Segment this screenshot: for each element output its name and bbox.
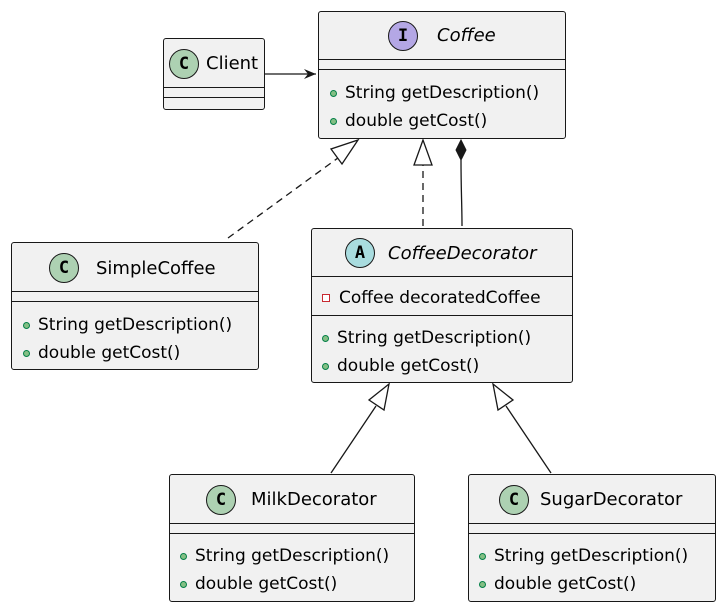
divider <box>164 97 264 98</box>
method-text: String getDescription() <box>345 83 540 103</box>
method-item: String getDescription() <box>330 82 539 104</box>
divider <box>170 533 414 534</box>
divider <box>12 301 258 302</box>
class-name-coffee: Coffee <box>437 25 496 46</box>
composition-diamond <box>455 138 467 162</box>
method-item: double getCost() <box>23 342 180 364</box>
abstract-badge-icon: A <box>345 238 375 268</box>
public-visibility-icon <box>180 552 187 560</box>
class-name-milk-decorator: MilkDecorator <box>251 489 377 510</box>
divider <box>469 533 715 534</box>
class-name-simple-coffee: SimpleCoffee <box>96 258 216 279</box>
divider <box>312 315 572 316</box>
divider <box>319 69 565 70</box>
class-badge-icon: C <box>169 49 199 79</box>
divider <box>170 523 414 524</box>
public-visibility-icon <box>23 349 30 357</box>
public-visibility-icon <box>479 580 486 588</box>
edge-sugar-decorator <box>505 405 552 474</box>
method-item: String getDescription() <box>180 545 389 567</box>
realization-arrowhead-decorator <box>413 138 433 166</box>
public-visibility-icon <box>322 362 329 370</box>
public-visibility-icon <box>322 334 329 342</box>
method-text: String getDescription() <box>337 328 532 348</box>
method-item: String getDescription() <box>479 545 688 567</box>
field-item: Coffee decoratedCoffee <box>322 287 541 309</box>
method-text: double getCost() <box>38 343 181 363</box>
divider <box>469 523 715 524</box>
realization-arrowhead-simplecoffee <box>329 138 360 166</box>
divider <box>12 291 258 292</box>
method-text: String getDescription() <box>494 546 689 566</box>
method-item: double getCost() <box>180 573 337 595</box>
class-name-client: Client <box>206 53 259 74</box>
method-item: double getCost() <box>479 573 636 595</box>
class-client[interactable]: C Client <box>163 38 265 110</box>
method-text: String getDescription() <box>38 315 233 335</box>
method-item: String getDescription() <box>322 327 531 349</box>
public-visibility-icon <box>23 321 30 329</box>
generalization-arrowhead-sugar <box>492 382 515 412</box>
class-milk-decorator[interactable]: C MilkDecorator String getDescription() … <box>169 474 415 602</box>
method-text: double getCost() <box>345 111 488 131</box>
method-text: double getCost() <box>337 356 480 376</box>
divider <box>319 59 565 60</box>
public-visibility-icon <box>330 89 337 97</box>
field-text: Coffee decoratedCoffee <box>339 288 541 308</box>
method-text: double getCost() <box>494 574 637 594</box>
class-badge-icon: C <box>499 485 529 515</box>
public-visibility-icon <box>330 117 337 125</box>
interface-badge-icon: I <box>388 21 418 51</box>
method-text: String getDescription() <box>195 546 390 566</box>
divider <box>164 87 264 88</box>
class-name-sugar-decorator: SugarDecorator <box>540 489 683 510</box>
method-item: String getDescription() <box>23 314 232 336</box>
class-name-coffee-decorator: CoffeeDecorator <box>388 243 537 264</box>
abstract-class-coffee-decorator[interactable]: A CoffeeDecorator Coffee decoratedCoffee… <box>311 228 573 383</box>
public-visibility-icon <box>180 580 187 588</box>
private-visibility-icon <box>322 294 330 302</box>
method-item: double getCost() <box>322 355 479 377</box>
class-sugar-decorator[interactable]: C SugarDecorator String getDescription()… <box>468 474 716 602</box>
interface-coffee[interactable]: I Coffee String getDescription() double … <box>318 11 566 139</box>
divider <box>312 276 572 277</box>
public-visibility-icon <box>479 552 486 560</box>
class-badge-icon: C <box>49 253 79 283</box>
class-simple-coffee[interactable]: C SimpleCoffee String getDescription() d… <box>11 242 259 370</box>
generalization-arrowhead-milk <box>367 382 390 412</box>
edge-simplecoffee-coffee <box>227 154 343 239</box>
method-text: double getCost() <box>195 574 338 594</box>
class-badge-icon: C <box>206 485 236 515</box>
edge-milk-decorator <box>330 405 377 474</box>
method-item: double getCost() <box>330 110 487 132</box>
edge-composition-coffee-decorator <box>460 159 463 227</box>
